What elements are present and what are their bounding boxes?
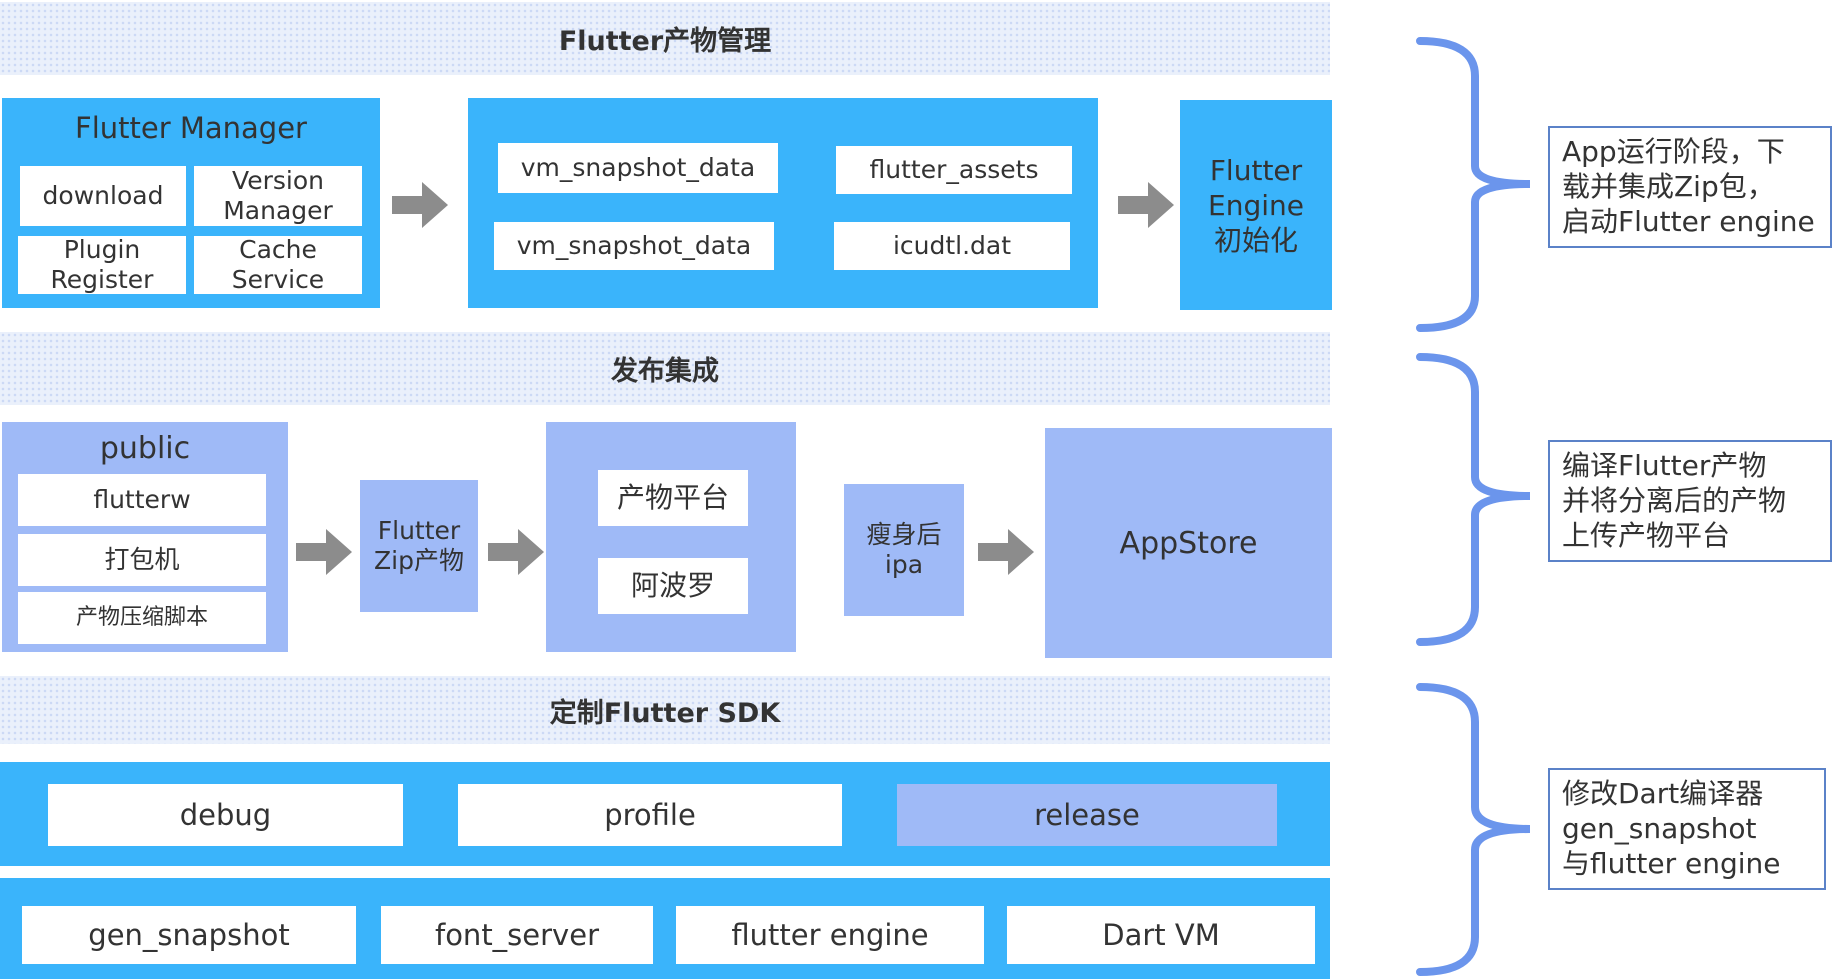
public-item-compress-script: 产物压缩脚本: [18, 592, 266, 644]
sdk-modes-bar: debug profile release: [0, 762, 1330, 866]
artifacts-box: vm_snapshot_data flutter_assets vm_snaps…: [468, 98, 1098, 308]
right-brace-icon: [1416, 353, 1531, 646]
right-brace-icon: [1416, 37, 1531, 332]
arrow-right-icon: [296, 529, 352, 575]
artifact-icudtl-dat: icudtl.dat: [834, 222, 1070, 270]
note-runtime-stage: App运行阶段，下 载并集成Zip包， 启动Flutter engine: [1548, 126, 1832, 248]
component-gen-snapshot: gen_snapshot: [22, 906, 356, 964]
mode-release: release: [897, 784, 1277, 846]
sdk-components-bar: gen_snapshot font_server flutter engine …: [0, 878, 1330, 979]
arrow-right-icon: [978, 529, 1034, 575]
artifact-vm-snapshot-data-2: vm_snapshot_data: [494, 222, 774, 270]
manager-item-plugin-register: Plugin Register: [18, 235, 186, 294]
public-title: public: [99, 430, 191, 466]
public-box: public flutterw 打包机 产物压缩脚本: [2, 422, 288, 652]
mode-debug: debug: [48, 784, 403, 846]
platform-item-artifact-platform: 产物平台: [598, 470, 748, 526]
arrow-right-icon: [1118, 182, 1174, 228]
component-flutter-engine: flutter engine: [676, 906, 984, 964]
component-font-server: font_server: [381, 906, 653, 964]
flutter-manager-box: Flutter Manager download Version Manager…: [2, 98, 380, 308]
flutter-zip-artifact-box: Flutter Zip产物: [360, 480, 478, 612]
platform-item-apollo: 阿波罗: [598, 558, 748, 614]
right-brace-icon: [1416, 683, 1531, 976]
artifact-flutter-assets: flutter_assets: [836, 146, 1072, 194]
manager-item-cache-service: Cache Service: [194, 235, 362, 294]
flutter-engine-init-box: Flutter Engine 初始化: [1180, 100, 1332, 310]
arrow-right-icon: [488, 529, 544, 575]
mode-profile: profile: [458, 784, 842, 846]
public-item-flutterw: flutterw: [18, 474, 266, 526]
section-header-artifact-management: Flutter产物管理: [0, 2, 1330, 75]
section-header-release-integration: 发布集成: [0, 332, 1330, 405]
manager-item-version-manager: Version Manager: [194, 166, 362, 226]
note-modify-compiler: 修改Dart编译器 gen_snapshot 与flutter engine: [1548, 768, 1826, 890]
artifact-vm-snapshot-data-1: vm_snapshot_data: [498, 143, 778, 193]
slim-ipa-box: 瘦身后 ipa: [844, 484, 964, 616]
component-dart-vm: Dart VM: [1007, 906, 1315, 964]
arrow-right-icon: [392, 182, 448, 228]
appstore-box: AppStore: [1045, 428, 1332, 658]
public-item-packer: 打包机: [18, 534, 266, 586]
flutter-manager-title: Flutter Manager: [75, 111, 307, 145]
platform-box: 产物平台 阿波罗: [546, 422, 796, 652]
manager-item-download: download: [20, 166, 186, 226]
note-compile-upload: 编译Flutter产物 并将分离后的产物 上传产物平台: [1548, 440, 1832, 562]
section-header-custom-sdk: 定制Flutter SDK: [0, 676, 1330, 744]
